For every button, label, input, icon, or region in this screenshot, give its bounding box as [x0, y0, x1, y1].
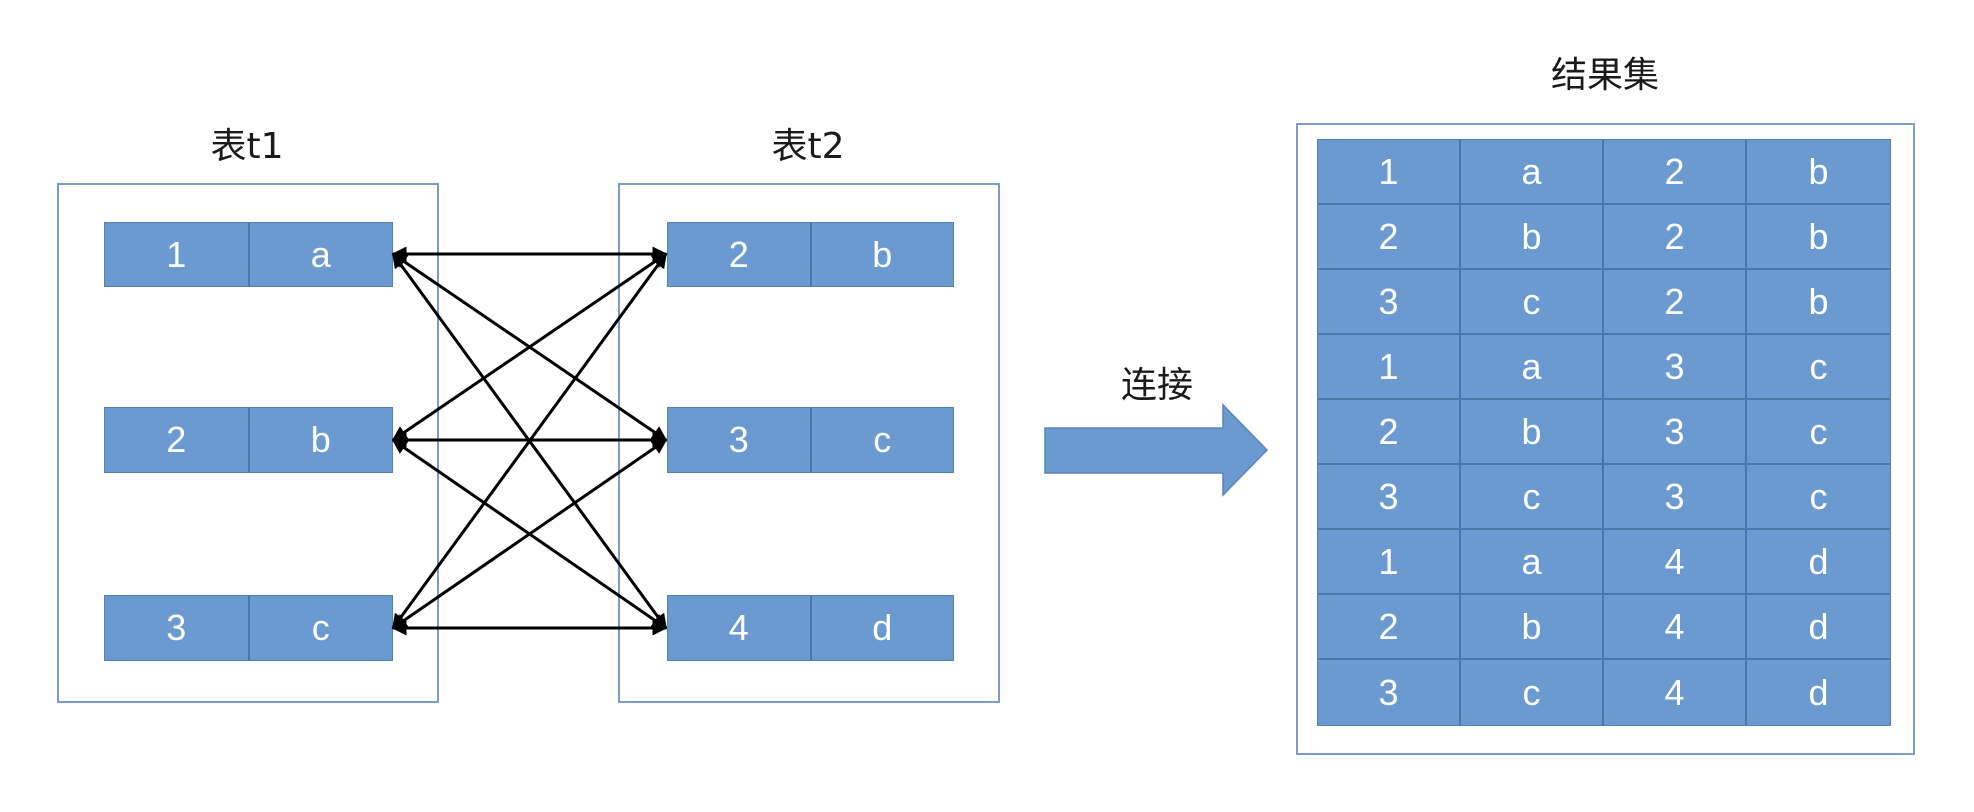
result-cell: 1 — [1318, 530, 1461, 595]
result-cell: 2 — [1318, 400, 1461, 465]
result-cell: d — [1747, 530, 1890, 595]
result-cell: c — [1747, 400, 1890, 465]
result-cell: 3 — [1604, 400, 1747, 465]
t1-cell-value: b — [247, 408, 393, 472]
result-cell: c — [1461, 465, 1604, 530]
result-cell: b — [1461, 205, 1604, 270]
t1-cell-value: c — [247, 596, 393, 660]
result-set-title: 结果集 — [1550, 55, 1660, 96]
t2-cell-id: 3 — [728, 419, 749, 460]
t1-cell-id: 1 — [166, 233, 187, 275]
result-cell: b — [1747, 140, 1890, 205]
t2-row: 3 c — [667, 407, 954, 473]
t1-row: 1 a — [104, 222, 393, 287]
result-cell: b — [1747, 205, 1890, 270]
table-t2-title: 表t2 — [771, 126, 845, 167]
result-cell: a — [1461, 140, 1604, 205]
result-cell: 3 — [1318, 465, 1461, 530]
result-cell: 3 — [1604, 335, 1747, 400]
t2-cell-id: 2 — [728, 233, 749, 275]
result-cell: 2 — [1604, 140, 1747, 205]
result-cell: 2 — [1604, 270, 1747, 335]
result-cell: 2 — [1318, 595, 1461, 660]
t2-cell-value: d — [809, 596, 954, 660]
connection-arrow — [391, 438, 668, 630]
result-cell: 4 — [1604, 660, 1747, 725]
result-cell: a — [1461, 335, 1604, 400]
t2-row: 4 d — [667, 595, 954, 661]
result-cell: 1 — [1318, 335, 1461, 400]
result-cell: 2 — [1318, 205, 1461, 270]
result-cell: a — [1461, 530, 1604, 595]
t1-row: 3 c — [104, 595, 393, 661]
result-cell: c — [1747, 335, 1890, 400]
result-cell: b — [1461, 400, 1604, 465]
t2-cell-id: 4 — [728, 607, 749, 648]
t1-cell-id: 3 — [166, 607, 187, 648]
result-cell: 3 — [1318, 270, 1461, 335]
result-cell: b — [1461, 595, 1604, 660]
t1-cell-value: a — [247, 223, 393, 286]
connection-lines — [391, 246, 668, 636]
join-arrow-icon — [1044, 403, 1269, 497]
result-cell: 4 — [1604, 530, 1747, 595]
result-cell: b — [1747, 270, 1890, 335]
table-t1-title: 表t1 — [210, 126, 284, 167]
result-cell: d — [1747, 595, 1890, 660]
result-cell: d — [1808, 671, 1829, 713]
result-cell: c — [1461, 270, 1604, 335]
result-cell: 4 — [1604, 595, 1747, 660]
result-cell: 2 — [1604, 205, 1747, 270]
t1-row: 2 b — [104, 407, 393, 473]
join-label: 连接 — [1120, 365, 1194, 406]
result-cell: 3 — [1604, 465, 1747, 530]
t2-cell-value: c — [809, 408, 954, 472]
t2-cell-value: b — [809, 223, 954, 286]
t2-row: 2 b — [667, 222, 954, 287]
result-cell: c — [1747, 465, 1890, 530]
t1-cell-id: 2 — [166, 419, 187, 460]
result-cell: 3 — [1318, 660, 1461, 725]
result-cell: 1 — [1318, 140, 1461, 205]
result-cell: c — [1461, 660, 1604, 725]
